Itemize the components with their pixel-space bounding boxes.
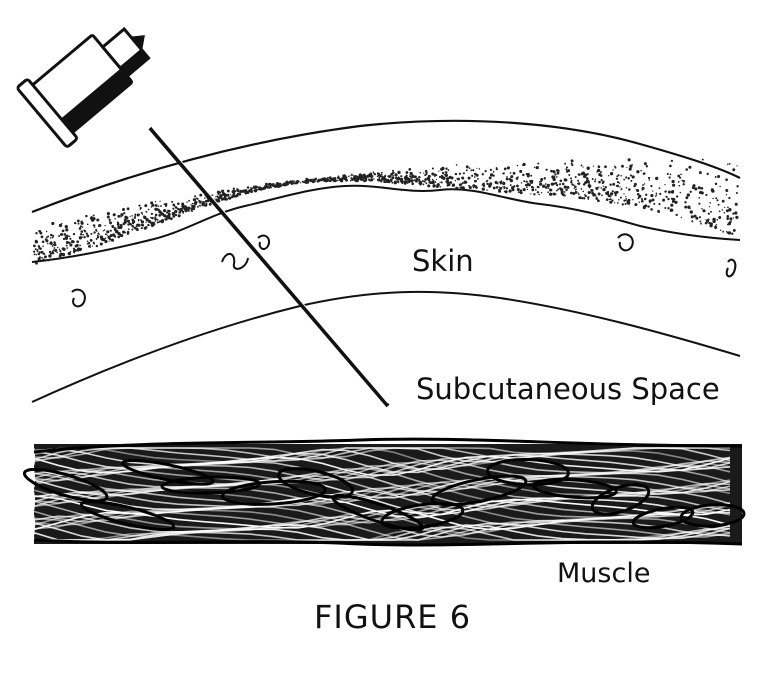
skin-dermis-boundary <box>31 184 741 263</box>
muscle-layer <box>22 437 746 547</box>
figure-caption: FIGURE 6 <box>314 598 472 636</box>
skin-outer-surface <box>31 119 741 214</box>
syringe-flange <box>16 78 78 148</box>
muscle-fiber-bundles <box>22 457 746 532</box>
syringe-needle <box>148 126 390 408</box>
skin-label: Skin <box>412 244 474 278</box>
skin-stipple-texture <box>33 158 739 265</box>
muscle-label: Muscle <box>557 558 651 589</box>
syringe-tip <box>130 35 145 51</box>
muscle-bottom-edge <box>33 538 743 547</box>
skin-layer <box>31 119 741 308</box>
subcutaneous-boundary <box>31 290 741 403</box>
skin-cell-marks <box>71 233 737 308</box>
syringe-barrel-shadow <box>59 68 133 134</box>
muscle-top-edge <box>33 437 743 454</box>
subcutaneous-space-label: Subcutaneous Space <box>416 372 720 406</box>
syringe-needle-highlight <box>151 126 389 404</box>
syringe <box>16 26 390 408</box>
syringe-hub-shadow <box>119 48 149 77</box>
